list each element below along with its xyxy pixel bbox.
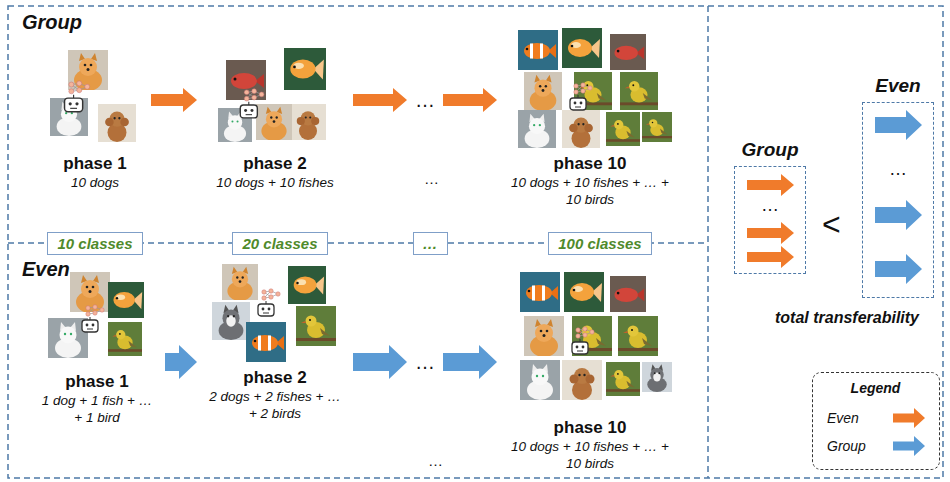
legend-row: Group: [827, 435, 931, 457]
class-count: …: [423, 234, 438, 253]
class-count: 100 classes: [558, 234, 641, 253]
transfer-group: Group …: [728, 138, 812, 274]
phase-title: phase 2: [205, 368, 345, 388]
group-heading: Even: [856, 74, 940, 98]
legend-row: Even: [827, 407, 931, 429]
legend-arrow: [893, 436, 925, 456]
phase-transition-arrow: [353, 345, 497, 379]
phase-description: 10 dogs + 10 fishes + … + 10 birds: [505, 438, 675, 472]
class-count: 10 classes: [57, 234, 132, 253]
phase-title: phase 1: [37, 372, 157, 392]
phase-title: phase 2: [205, 154, 345, 174]
ellipsis: …: [863, 159, 933, 179]
phase-group: phase 210 dogs + 10 fishes: [205, 48, 345, 191]
transfer-group: Even …: [856, 74, 940, 298]
phase-title: phase 10: [505, 154, 675, 174]
class-count-box: 10 classes: [47, 232, 142, 255]
transfer-arrow: [875, 254, 922, 284]
legend-arrow-sample: [891, 407, 927, 429]
edge-ellipsis: …: [413, 89, 437, 111]
arrow-segment: [165, 345, 197, 379]
phase-group: phase 1010 dogs + 10 fishes + … + 10 bir…: [505, 26, 675, 208]
legend-title: Legend: [813, 379, 938, 397]
phase-description: 10 dogs + 10 fishes + … + 10 birds: [505, 174, 675, 208]
arrow-segment: [353, 88, 407, 112]
ellipsis: …: [428, 452, 443, 470]
phase-description: 2 dogs + 2 fishes + … + 2 birds: [205, 388, 345, 422]
panel-title: Group: [22, 10, 82, 34]
transfer-arrow: [875, 110, 922, 140]
phase-transition-arrow: [151, 88, 197, 112]
phase-title: phase 10: [505, 418, 675, 438]
legend-arrow: [893, 408, 925, 428]
group-heading: Group: [728, 138, 812, 162]
arrow-stack: [863, 103, 932, 299]
edge-ellipsis: …: [413, 351, 437, 373]
less-than-sign: <: [822, 206, 841, 242]
phase-group: phase 110 dogs: [47, 48, 143, 191]
comparison-caption: total transferability: [752, 308, 942, 328]
arrow-segment: [443, 345, 497, 379]
arrow-segment: [151, 88, 197, 112]
class-count-box: 100 classes: [548, 232, 651, 255]
phase-title: phase 1: [47, 154, 143, 174]
phase-transition-arrow: [165, 345, 197, 379]
panel-title: Even: [22, 257, 70, 281]
arrow-segment: [353, 345, 407, 379]
ellipsis: …: [735, 195, 805, 215]
phase-group: phase 22 dogs + 2 fishes + … + 2 birds: [205, 262, 345, 422]
arrow-stack: [735, 167, 804, 275]
phase-description: 1 dog + 1 fish + … + 1 bird: [37, 392, 157, 426]
transfer-arrow: [875, 200, 922, 230]
ellipsis: …: [424, 170, 439, 188]
phase-description: 10 dogs: [47, 174, 143, 191]
transfer-arrow: [747, 246, 794, 268]
phase-group: phase 11 dog + 1 fish + … + 1 bird: [37, 266, 157, 426]
arrow-segment: [443, 88, 497, 112]
transfer-arrow: [747, 174, 794, 196]
dashed-arrow-box: …: [862, 102, 934, 298]
legend-box: LegendEvenGroup: [812, 372, 940, 470]
class-count-box: 20 classes: [232, 232, 327, 255]
transfer-arrow: [747, 222, 794, 244]
legend-arrow-sample: [891, 435, 927, 457]
class-count: 20 classes: [242, 234, 317, 253]
class-count-box: …: [413, 232, 448, 255]
phase-group: phase 1010 dogs + 10 fishes + … + 10 bir…: [505, 268, 675, 472]
phase-description: 10 dogs + 10 fishes: [205, 174, 345, 191]
legend-label: Even: [827, 407, 931, 429]
phase-transition-arrow: [353, 88, 497, 112]
dashed-arrow-box: …: [734, 166, 806, 274]
legend-label: Group: [827, 435, 931, 457]
